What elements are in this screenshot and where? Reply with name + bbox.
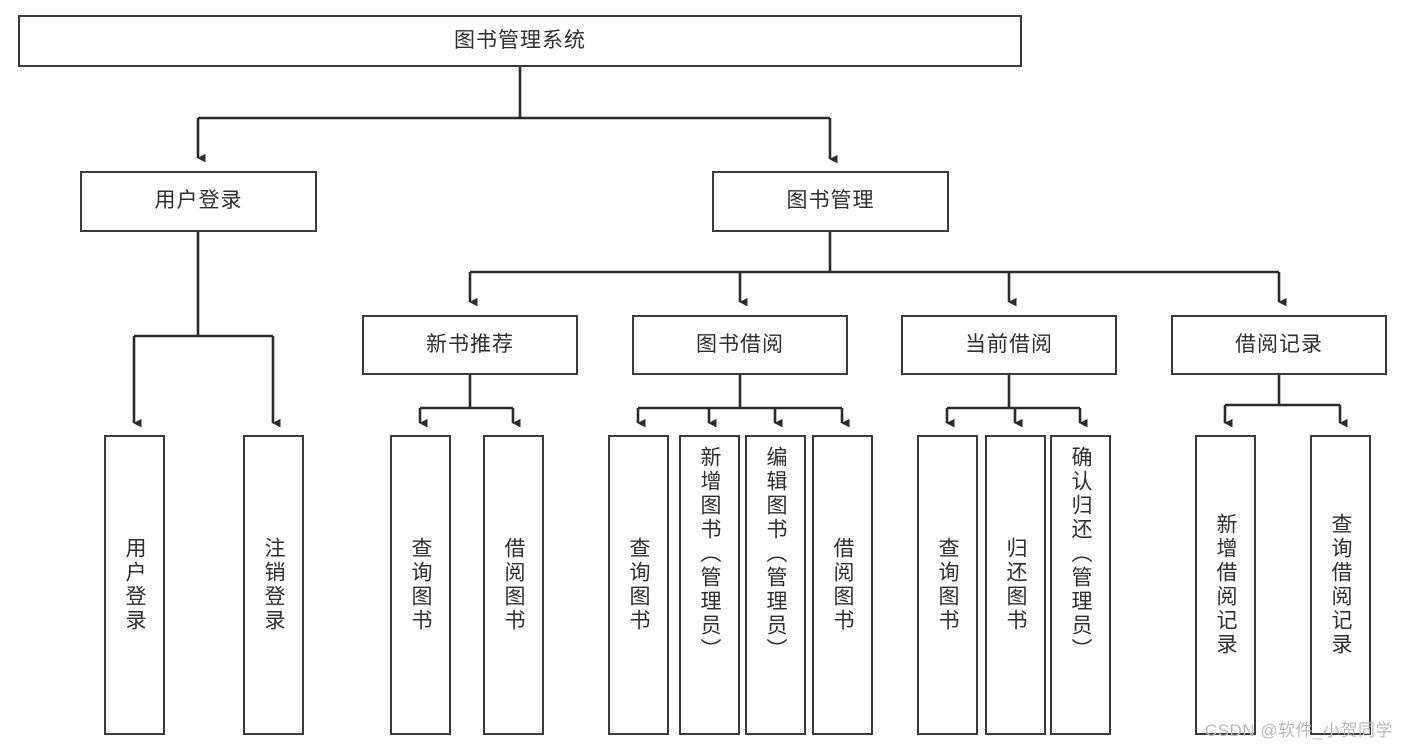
node-label: 查询图书 xyxy=(936,537,959,633)
node-label: 查询借阅记录 xyxy=(1329,513,1352,657)
leaf-user-login-logout[interactable]: 注销登录 xyxy=(243,435,304,735)
leaf-book-borrow-add-book-admin[interactable]: 新增图书（管理员） xyxy=(679,435,740,735)
leaf-current-borrow-confirm-return-admin[interactable]: 确认归还（管理员） xyxy=(1050,435,1111,735)
node-label: 用户登录 xyxy=(154,189,243,213)
node-label: 新书推荐 xyxy=(426,332,514,356)
leaf-borrow-record-add-record[interactable]: 新增借阅记录 xyxy=(1195,435,1256,735)
node-new-book-recommend[interactable]: 新书推荐 xyxy=(362,315,578,375)
node-book-management[interactable]: 图书管理 xyxy=(712,171,949,232)
node-root-book-management-system[interactable]: 图书管理系统 xyxy=(18,15,1022,67)
node-book-borrow[interactable]: 图书借阅 xyxy=(632,315,848,375)
node-label: 当前借阅 xyxy=(965,332,1053,356)
node-user-login[interactable]: 用户登录 xyxy=(80,171,317,232)
leaf-new-book-borrow-book[interactable]: 借阅图书 xyxy=(483,435,544,735)
leaf-book-borrow-query-book[interactable]: 查询图书 xyxy=(608,435,669,735)
node-label: 图书借阅 xyxy=(696,332,784,356)
node-current-borrow[interactable]: 当前借阅 xyxy=(901,315,1117,375)
node-label: 查询图书 xyxy=(409,537,432,633)
csdn-watermark: CSDN @软件_小贺同学 xyxy=(1204,721,1393,740)
node-label: 借阅图书 xyxy=(502,537,525,633)
node-label: 图书管理 xyxy=(786,189,875,213)
node-label: 新增图书（管理员） xyxy=(698,446,721,662)
leaf-current-borrow-query-book[interactable]: 查询图书 xyxy=(917,435,978,735)
node-label: 归还图书 xyxy=(1004,537,1027,633)
node-label: 图书管理系统 xyxy=(454,28,586,52)
node-label: 借阅记录 xyxy=(1235,332,1323,356)
leaf-new-book-query-book[interactable]: 查询图书 xyxy=(390,435,451,735)
leaf-book-borrow-edit-book-admin[interactable]: 编辑图书（管理员） xyxy=(745,435,806,735)
node-label: 编辑图书（管理员） xyxy=(764,446,787,662)
node-label: 用户登录 xyxy=(123,537,146,633)
leaf-borrow-record-query-record[interactable]: 查询借阅记录 xyxy=(1310,435,1371,735)
node-label: 新增借阅记录 xyxy=(1214,513,1237,657)
leaf-book-borrow-borrow-book[interactable]: 借阅图书 xyxy=(812,435,873,735)
node-borrow-record[interactable]: 借阅记录 xyxy=(1171,315,1387,375)
node-label: 借阅图书 xyxy=(831,537,854,633)
leaf-current-borrow-return-book[interactable]: 归还图书 xyxy=(985,435,1046,735)
leaf-user-login-login[interactable]: 用户登录 xyxy=(104,435,165,735)
node-label: 确认归还（管理员） xyxy=(1069,446,1092,662)
node-label: 查询图书 xyxy=(627,537,650,633)
node-label: 注销登录 xyxy=(262,537,285,633)
